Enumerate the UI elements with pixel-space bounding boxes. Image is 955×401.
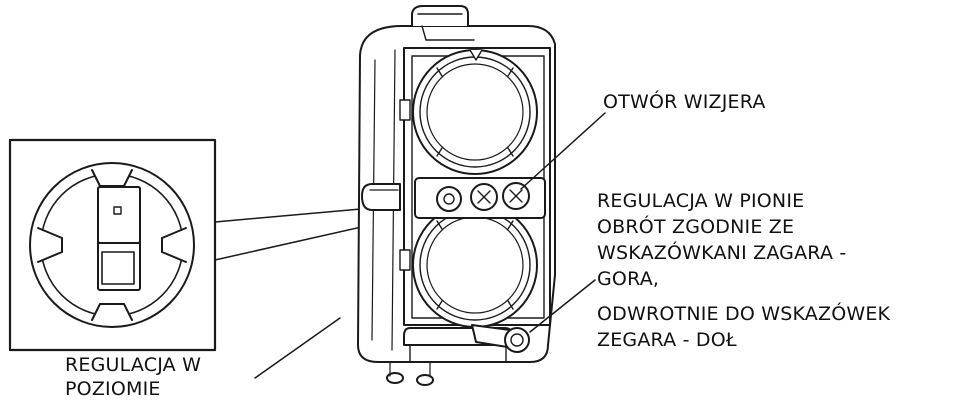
- label-vertical-adjust-5: ODWROTNIE DO WSKAZÓWEK: [597, 303, 891, 325]
- lower-lens: [412, 202, 538, 328]
- label-sight-hole: OTWÓR WIZJERA: [603, 91, 766, 113]
- zoom-inset: [8, 138, 217, 352]
- leader-lines: [254, 112, 606, 379]
- leader-vertical-adjust: [529, 279, 596, 333]
- label-horizontal-adjust-1: REGULACJA W: [65, 354, 202, 376]
- leader-sight-hole: [520, 112, 606, 190]
- adjustment-bar: [414, 177, 546, 219]
- label-vertical-adjust-1: REGULACJA W PIONIE: [597, 190, 805, 212]
- upper-lens: [412, 49, 538, 175]
- sensor-device: [357, 5, 556, 386]
- vertical-adjust-screw: [471, 324, 530, 353]
- leader-horizontal-adjust: [254, 317, 341, 379]
- label-vertical-adjust-4: GORA,: [597, 268, 660, 290]
- label-horizontal-adjust-2: POZIOMIE: [65, 378, 161, 400]
- label-vertical-adjust-2: OBRÓT ZGODNIE ZE: [597, 216, 795, 238]
- horizontal-knob: [361, 183, 401, 211]
- label-vertical-adjust-6: ZEGARA - DOŁ: [597, 329, 737, 351]
- label-vertical-adjust-3: WSKAZÓWKANI ZAGARA -: [597, 242, 847, 264]
